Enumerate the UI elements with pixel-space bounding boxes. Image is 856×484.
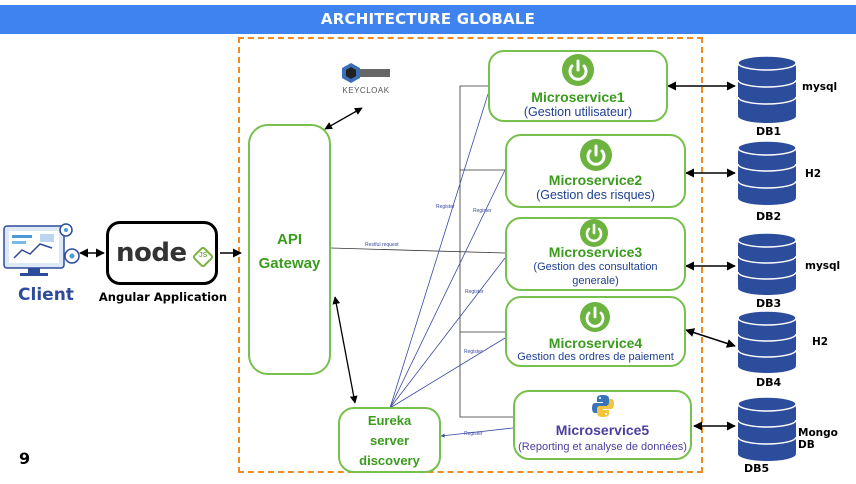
python-logo-icon xyxy=(592,395,614,417)
register-link-ms1 xyxy=(389,93,489,409)
client-label: Client xyxy=(18,285,74,305)
api-gateway-line2: Gateway xyxy=(258,255,321,272)
microservice-5-title: Microservice5 xyxy=(555,422,650,438)
eureka-line2: server xyxy=(369,433,410,448)
client-monitor-icon xyxy=(3,223,80,276)
db2-type: H2 xyxy=(805,168,822,180)
register-label-1: Register xyxy=(436,204,455,210)
db2-label: DB2 xyxy=(756,210,782,223)
db1-type: mysql xyxy=(802,81,838,93)
spring-icon xyxy=(580,219,608,247)
microservice-1-subtitle: (Gestion utilisateur) xyxy=(523,105,633,119)
eureka-line1: Eureka xyxy=(367,413,412,428)
microservice-5-subtitle: (Reporting et analyse de données) xyxy=(518,441,687,453)
api-gateway-line1: API xyxy=(276,231,302,248)
spring-icon xyxy=(580,139,612,171)
microservice-1-title: Microservice1 xyxy=(531,89,625,105)
register-link-ms3 xyxy=(389,257,506,409)
nodejs-badge-text: JS xyxy=(198,252,208,259)
db3-label: DB3 xyxy=(756,297,782,310)
spring-icon xyxy=(580,302,610,332)
keycloak-label: KEYCLOAK xyxy=(342,86,390,95)
header-bar: ARCHITECTURE GLOBALE xyxy=(0,5,856,34)
angular-app-box: node JS xyxy=(106,221,218,285)
gateway-keycloak-link xyxy=(324,107,363,130)
microservice-4-subtitle: Gestion des ordres de paiement xyxy=(517,351,674,363)
angular-app-label: Angular Application xyxy=(98,290,228,304)
db5-label: DB5 xyxy=(744,462,770,475)
microservice-2-subtitle: (Gestion des risques) xyxy=(536,188,655,202)
db3-type: mysql xyxy=(805,260,841,272)
restful-request-link xyxy=(330,247,506,254)
service-bus-line xyxy=(459,85,513,418)
ms4-db4-link xyxy=(685,328,736,348)
register-label-3: Register xyxy=(465,289,484,295)
microservice-3-subtitle-line2: generale) xyxy=(572,275,619,287)
eureka-line3: discovery xyxy=(359,453,420,468)
microservice-4-title: Microservice4 xyxy=(548,335,643,351)
register-link-ms5 xyxy=(440,427,514,438)
register-label-4: Register xyxy=(464,349,483,355)
db5-type: Mongo DB xyxy=(798,427,838,451)
spring-icon xyxy=(562,54,594,86)
microservice-5-box: Microservice5 (Reporting et analyse de d… xyxy=(513,390,692,460)
eureka-server-box: Eureka server discovery xyxy=(338,407,441,473)
gateway-eureka-link xyxy=(332,296,358,404)
db4-label: DB4 xyxy=(756,376,782,389)
microservice-2-box: Microservice2 (Gestion des risques) xyxy=(505,134,686,208)
keycloak-logo-icon xyxy=(342,63,390,83)
microservice-1-box: Microservice1 (Gestion utilisateur) xyxy=(488,50,668,122)
microservice-3-box: Microservice3 (Gestion des consultation … xyxy=(505,217,686,291)
node-logo-text: node xyxy=(116,238,187,268)
register-link-ms2 xyxy=(389,169,506,409)
microservice-4-box: Microservice4 Gestion des ordres de paie… xyxy=(505,296,686,367)
diagram-title: ARCHITECTURE GLOBALE xyxy=(320,10,536,28)
register-link-ms4 xyxy=(389,337,506,409)
db4-type: H2 xyxy=(812,336,829,348)
api-gateway-box: API Gateway xyxy=(248,124,331,375)
restful-request-label: Restful request xyxy=(365,242,399,248)
microservice-3-title: Microservice3 xyxy=(548,244,643,260)
microservice-2-title: Microservice2 xyxy=(548,172,643,188)
db1-label: DB1 xyxy=(756,125,782,138)
microservice-3-subtitle-line1: (Gestion des consultation xyxy=(533,261,658,273)
register-label-2: Register xyxy=(473,208,492,214)
page-number: 9 xyxy=(19,449,31,468)
register-label-5: Register xyxy=(464,431,483,437)
